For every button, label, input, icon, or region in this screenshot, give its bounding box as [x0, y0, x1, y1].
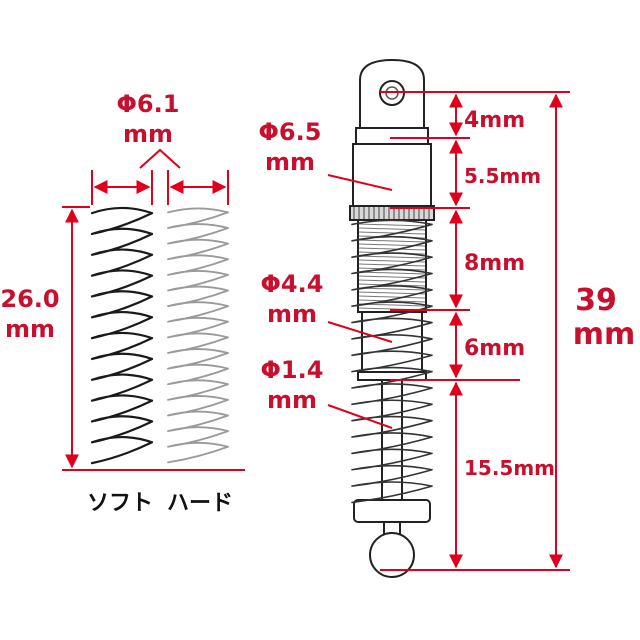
bottom-spring-seat	[353, 499, 431, 523]
shock-group: 4mm 5.5mm 8mm 6mm 15.5mm 39 mm Φ6.5 mm Φ…	[259, 58, 636, 578]
wire-diameter-leader	[327, 404, 393, 429]
spring-diameter-label: Φ6.1	[117, 90, 180, 118]
thread-line	[358, 291, 426, 295]
body-diameter-leader	[327, 174, 393, 191]
thread-line	[358, 247, 426, 251]
total-length-unit: mm	[573, 317, 636, 352]
spring-coil	[351, 219, 433, 504]
shaft-diameter-label: Φ4.4	[261, 270, 324, 298]
body-diameter-label: Φ6.5	[259, 118, 322, 146]
thread-line	[358, 263, 426, 267]
thread-line	[358, 287, 426, 291]
wire-diameter-label: Φ1.4	[261, 356, 324, 384]
wire-diameter-unit: mm	[267, 386, 317, 414]
spring-diameter-unit: mm	[123, 120, 173, 148]
thread-line	[358, 279, 426, 283]
shock-body	[352, 143, 432, 207]
shaft-diameter-unit: mm	[267, 300, 317, 328]
seg-top-label: 4mm	[464, 108, 525, 133]
spring-coil	[90, 206, 154, 465]
total-length-label: 39	[575, 283, 617, 318]
thread-line	[358, 295, 426, 299]
spring-length-label: 26.0	[0, 285, 59, 313]
thread-line	[358, 231, 426, 235]
ball-end	[369, 532, 415, 578]
thread-line	[358, 223, 426, 227]
thread-line	[358, 255, 426, 259]
seg-body-label: 5.5mm	[464, 164, 541, 188]
shock-spring	[351, 219, 433, 504]
seg-mid-label: 6mm	[464, 336, 525, 361]
body-diameter-unit: mm	[265, 148, 315, 176]
hard-spring-label: ハード	[167, 491, 233, 516]
seg-bottom-label: 15.5mm	[464, 456, 555, 480]
top-cap	[355, 127, 429, 145]
spring-length-unit: mm	[5, 315, 55, 343]
shaft-diameter-leader	[327, 321, 393, 343]
hard-spring	[167, 207, 229, 464]
thread-line	[358, 299, 426, 303]
diameter-leader-line	[139, 148, 181, 169]
seg-collar-label: 8mm	[464, 251, 525, 276]
soft-spring	[90, 206, 154, 465]
spring-coil	[167, 207, 229, 464]
thread-line	[358, 271, 426, 275]
soft-spring-label: ソフト	[87, 491, 153, 516]
springs-group: Φ6.1 mm 26.0 mm ソフト ハード	[0, 90, 245, 516]
thread-line	[358, 239, 426, 243]
